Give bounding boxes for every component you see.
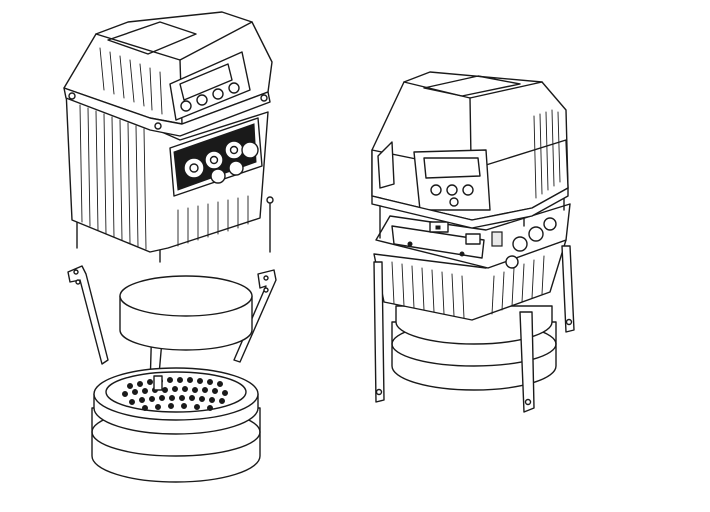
button-4-left	[228, 82, 240, 94]
cover-rim-left	[63, 87, 271, 137]
terminal-block-2	[465, 233, 481, 245]
terminal-board	[375, 203, 571, 269]
button-1-left	[180, 100, 192, 112]
cable-gland-6	[241, 141, 259, 159]
button-4-right	[449, 197, 459, 207]
motor-head	[91, 367, 261, 483]
exploded-assembly	[63, 11, 277, 483]
button-1-right	[430, 184, 442, 196]
cable-gland-right-3	[543, 217, 557, 231]
lcd-display-right	[423, 157, 481, 179]
lcd-display-left	[179, 63, 233, 101]
button-3-left	[212, 88, 224, 100]
shaft-key	[153, 375, 163, 391]
cable-gland-4	[210, 168, 226, 184]
assembled-unit	[371, 71, 575, 413]
cable-gland-right-4	[505, 255, 519, 269]
button-2-right	[446, 184, 458, 196]
cable-gland-2	[204, 150, 224, 170]
control-panel-left	[169, 51, 251, 121]
cable-gland-plate	[169, 117, 263, 197]
control-panel-right	[413, 149, 491, 211]
cable-gland-right-2	[528, 226, 544, 242]
adapter-cylinder	[119, 275, 253, 351]
cable-gland-5	[228, 160, 244, 176]
heatsink-fins-left	[65, 89, 269, 253]
leg-left	[373, 261, 385, 403]
cable-gland-3	[224, 140, 244, 160]
bracket-left	[67, 265, 109, 365]
button-3-right	[462, 184, 474, 196]
cable-gland-1	[183, 157, 205, 179]
motor-base-right	[391, 305, 557, 391]
relay	[491, 231, 503, 247]
leg-right	[561, 245, 575, 333]
button-2-left	[196, 94, 208, 106]
cover-rim-right	[371, 187, 569, 229]
cable-gland-right-1	[512, 236, 528, 252]
leg-front	[519, 311, 535, 413]
support-legs-right	[373, 245, 575, 413]
